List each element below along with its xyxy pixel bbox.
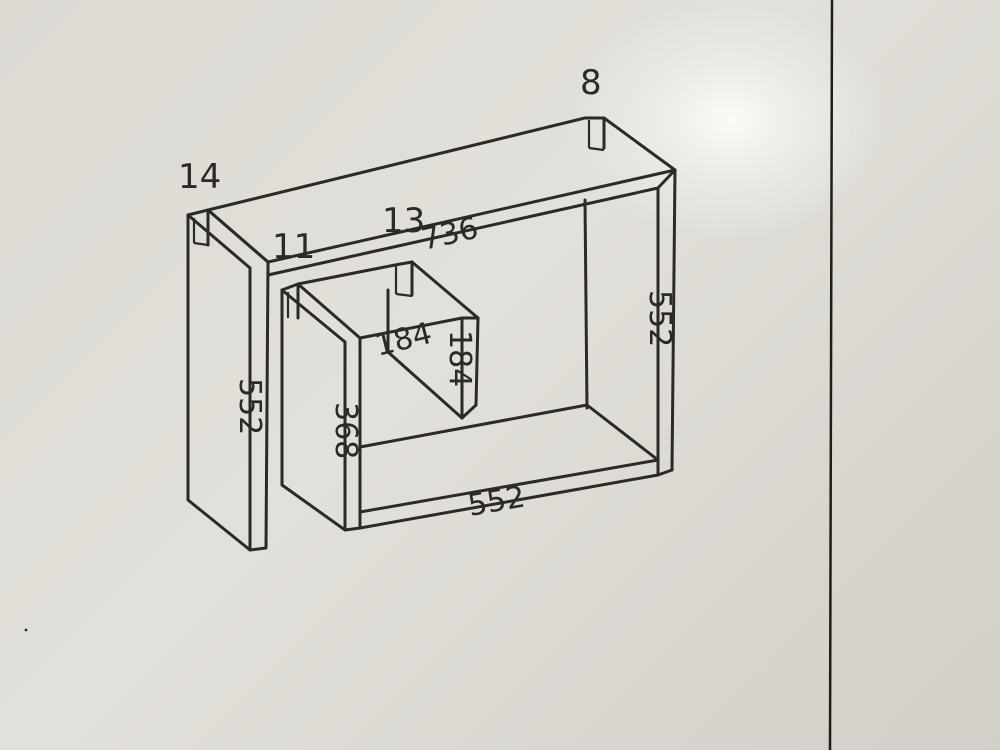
bottom-shelf [358, 403, 660, 530]
dim-inner-box-height: 368 [328, 402, 363, 459]
dim-inner-box-depth: 184 [371, 316, 435, 364]
dim-left-side-height: 552 [232, 378, 267, 435]
margin-line [828, 0, 834, 750]
right-side-panel [583, 168, 677, 477]
dim-inner-box-side: 184 [442, 330, 477, 387]
part-label-14: 14 [178, 157, 221, 197]
dim-right-side-height: 552 [642, 290, 677, 347]
dim-bottom-width: 552 [465, 479, 527, 523]
inner-box [280, 260, 480, 532]
part-label-11: 11 [272, 227, 315, 267]
top-panel [206, 116, 677, 277]
paper-speck [24, 628, 28, 632]
part-label-8: 8 [580, 63, 602, 103]
part-label-13: 13 [382, 201, 425, 241]
dim-top-width: 736 [418, 211, 482, 258]
